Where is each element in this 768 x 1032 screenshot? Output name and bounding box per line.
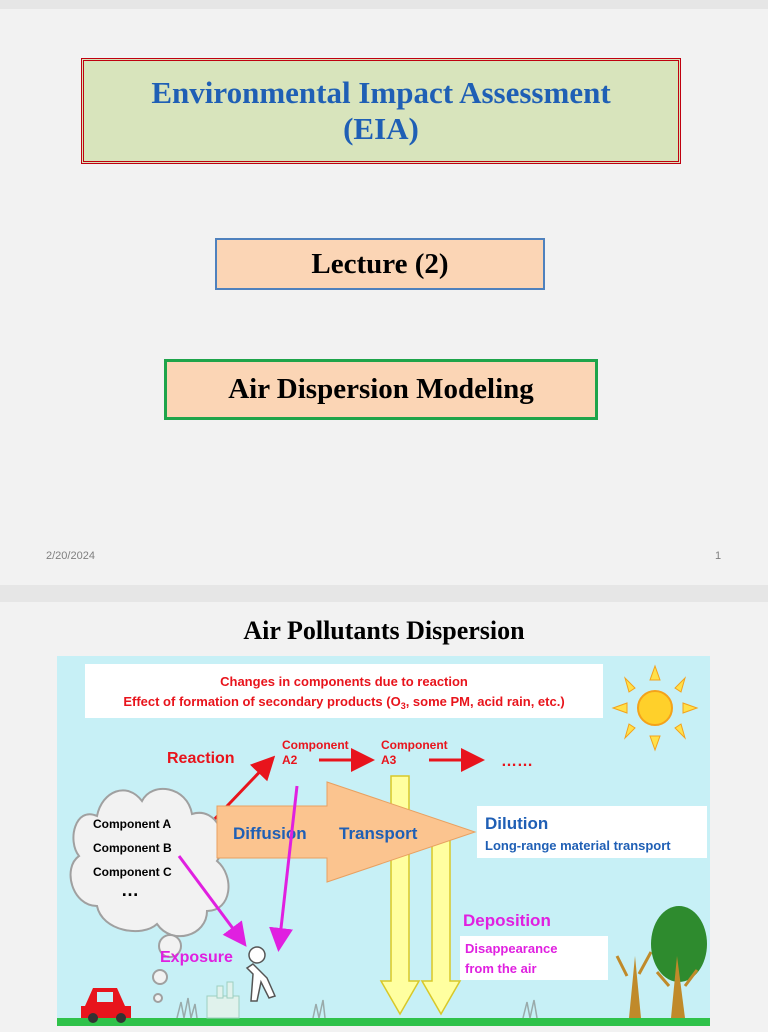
slide-2: Air Pollutants Dispersion Changes in com… bbox=[0, 602, 768, 1032]
tree-icon bbox=[615, 951, 653, 1018]
grass-tuft-1 bbox=[176, 997, 198, 1019]
component-a-label: Component A bbox=[93, 817, 172, 831]
reaction-banner bbox=[85, 664, 603, 718]
exposure-label: Exposure bbox=[160, 949, 233, 966]
title-line-1: Environmental Impact Assessment bbox=[151, 75, 611, 110]
component-a2-label-1: Component bbox=[282, 738, 349, 752]
pollutant-cloud bbox=[69, 787, 230, 1003]
banner-line-2: Effect of formation of secondary product… bbox=[123, 694, 564, 711]
component-a2-label-2: A2 bbox=[282, 753, 298, 767]
person-icon bbox=[245, 946, 277, 1002]
exposure-arrow-1 bbox=[177, 855, 247, 947]
lecture-box: Lecture (2) bbox=[215, 238, 545, 290]
dispersion-diagram: Changes in components due to reaction Ef… bbox=[57, 656, 710, 1026]
dilution-box bbox=[477, 806, 707, 858]
transport-label: Transport bbox=[339, 824, 418, 843]
slide-2-title: Air Pollutants Dispersion bbox=[243, 616, 525, 645]
disappearance-label-1: Disappearance bbox=[465, 941, 558, 956]
factory-icon bbox=[206, 981, 240, 1019]
deposition-label: Deposition bbox=[463, 911, 551, 930]
diffusion-label: Diffusion bbox=[233, 824, 307, 843]
dilution-label: Dilution bbox=[485, 814, 548, 833]
tree-icon-2 bbox=[651, 906, 707, 1018]
long-range-label: Long-range material transport bbox=[485, 838, 671, 853]
ground bbox=[57, 1018, 710, 1026]
disappearance-label-2: from the air bbox=[465, 961, 537, 976]
deposition-arrow-2 bbox=[420, 835, 462, 1016]
ellipsis-label: …… bbox=[501, 753, 533, 770]
topic-label: Air Dispersion Modeling bbox=[228, 373, 534, 405]
topic-box: Air Dispersion Modeling bbox=[164, 359, 598, 420]
component-a3-label-2: A3 bbox=[381, 753, 397, 767]
component-c-label: Component C bbox=[93, 865, 172, 879]
banner-line-1: Changes in components due to reaction bbox=[220, 674, 468, 689]
cloud-dots: … bbox=[121, 880, 139, 900]
a2-exposure-arrow bbox=[269, 785, 299, 952]
component-a3-label-1: Component bbox=[381, 738, 448, 752]
slide-number: 1 bbox=[715, 550, 722, 562]
car-icon bbox=[81, 988, 131, 1023]
grass-tuft-2 bbox=[312, 999, 326, 1019]
title-line-2: (EIA) bbox=[343, 111, 419, 146]
grass-tuft-3 bbox=[522, 999, 538, 1019]
disappearance-box bbox=[460, 936, 608, 980]
slide-date: 2/20/2024 bbox=[46, 550, 95, 562]
slide-1: Environmental Impact Assessment (EIA) Le… bbox=[0, 9, 768, 585]
title-box: Environmental Impact Assessment (EIA) bbox=[81, 58, 681, 164]
transport-arrow bbox=[216, 781, 477, 883]
lecture-label: Lecture (2) bbox=[311, 247, 449, 280]
sun-icon bbox=[611, 664, 699, 752]
component-b-label: Component B bbox=[93, 841, 172, 855]
reaction-label: Reaction bbox=[167, 750, 235, 767]
